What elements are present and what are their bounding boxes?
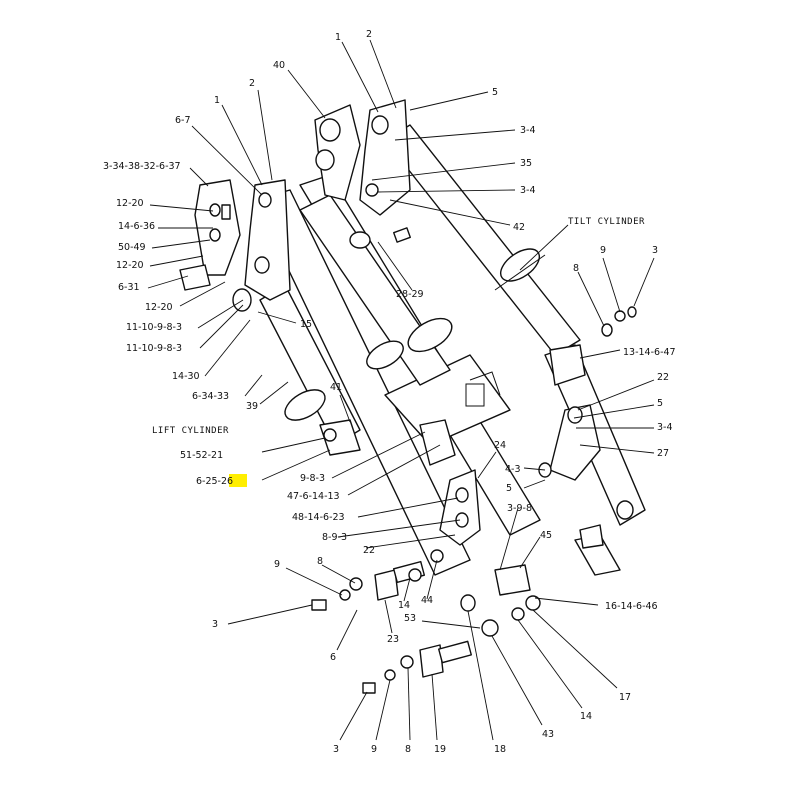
callout-6-25-26: 6-25-26: [196, 476, 233, 487]
callout-3-34-38: 3-34-38-32-6-37: [103, 161, 181, 172]
callout-3-4-a: 3-4: [520, 125, 536, 136]
callout-27: 27: [657, 448, 669, 459]
callout-9-b: 9: [371, 744, 377, 755]
callout-11-10-9-8-3-a: 11-10-9-8-3: [126, 322, 182, 333]
callout-9-right: 9: [600, 245, 606, 256]
callout-1-top: 1: [335, 32, 341, 43]
callout-14-a: 14: [398, 600, 410, 611]
callout-39: 39: [246, 401, 258, 412]
callout-6-7: 6-7: [175, 115, 191, 126]
callout-41: 41: [330, 382, 342, 393]
callout-19: 19: [434, 744, 446, 755]
callout-3-b: 3: [333, 744, 339, 755]
callout-2-top: 2: [366, 29, 372, 40]
callout-8-b: 8: [405, 744, 411, 755]
callout-22-mid: 22: [363, 545, 375, 556]
callout-13-14-6-47: 13-14-6-47: [623, 347, 676, 358]
callout-23: 23: [387, 634, 399, 645]
callout-50-49: 50-49: [118, 242, 146, 253]
callout-14-6-36: 14-6-36: [118, 221, 155, 232]
callout-18: 18: [494, 744, 506, 755]
callout-9-8-3: 9-8-3: [300, 473, 325, 484]
leader-lines: [147, 39, 655, 741]
tilt-cylinder-caption: TILT CYLINDER: [568, 217, 645, 227]
callout-3-9-8: 3-9-8: [507, 503, 532, 514]
lift-cylinder: [259, 194, 453, 446]
upper-left-brackets: [179, 179, 291, 312]
callout-15: 15: [300, 319, 312, 330]
callout-5-right: 5: [657, 398, 663, 409]
callout-8-a: 8: [317, 556, 323, 567]
callout-3-4-b: 3-4: [520, 185, 536, 196]
callout-17: 17: [619, 692, 631, 703]
callout-43: 43: [542, 729, 554, 740]
callout-6-a: 6: [330, 652, 336, 663]
upper-mount-plates: [314, 99, 411, 249]
callout-40: 40: [273, 60, 285, 71]
callout-8-right: 8: [573, 263, 579, 274]
callout-14-b: 14: [580, 711, 592, 722]
callout-5-top: 5: [492, 87, 498, 98]
callout-6-34-33: 6-34-33: [192, 391, 229, 402]
callout-3-4-right: 3-4: [657, 422, 673, 433]
highlight-marker: [229, 474, 247, 487]
callout-3-right: 3: [652, 245, 658, 256]
callout-24: 24: [494, 440, 506, 451]
lower-bell-crank: [319, 419, 621, 596]
callout-35: 35: [520, 158, 532, 169]
callout-51-52-21: 51-52-21: [180, 450, 223, 461]
callout-6-25-prefix: 6-25-: [196, 476, 221, 487]
callout-1-left: 1: [214, 95, 220, 106]
callout-11-10-9-8-3-b: 11-10-9-8-3: [126, 343, 182, 354]
callout-53: 53: [404, 613, 416, 624]
callout-48-14-6-23: 48-14-6-23: [292, 512, 345, 523]
callout-44: 44: [421, 595, 433, 606]
callout-26-highlighted: 26: [221, 476, 233, 487]
callout-8-9-3: 8-9-3: [322, 532, 347, 543]
callout-2-left: 2: [249, 78, 255, 89]
callout-12-20-b: 12-20: [116, 260, 144, 271]
hardware-small-parts: [311, 306, 637, 694]
callout-9-a: 9: [274, 559, 280, 570]
callout-6-31: 6-31: [118, 282, 140, 293]
callout-4-3: 4-3: [505, 464, 521, 475]
callout-12-20-a: 12-20: [116, 198, 144, 209]
callout-45: 45: [540, 530, 552, 541]
callout-22-right: 22: [657, 372, 669, 383]
callout-47-6-14-13: 47-6-14-13: [287, 491, 340, 502]
callout-labels: 1 2 40 5 2 1 6-7 3-4 35 3-4 42 3-34-38-3…: [103, 29, 676, 755]
callout-42: 42: [513, 222, 525, 233]
callout-12-20-c: 12-20: [145, 302, 173, 313]
tilt-link: [538, 344, 646, 526]
callout-14-30: 14-30: [172, 371, 200, 382]
callout-5-mid: 5: [506, 483, 512, 494]
callout-28-29: 28-29: [396, 289, 424, 300]
callout-16-14-6-46: 16-14-6-46: [605, 601, 658, 612]
callout-3-a: 3: [212, 619, 218, 630]
lift-cylinder-caption: LIFT CYLINDER: [152, 426, 229, 436]
